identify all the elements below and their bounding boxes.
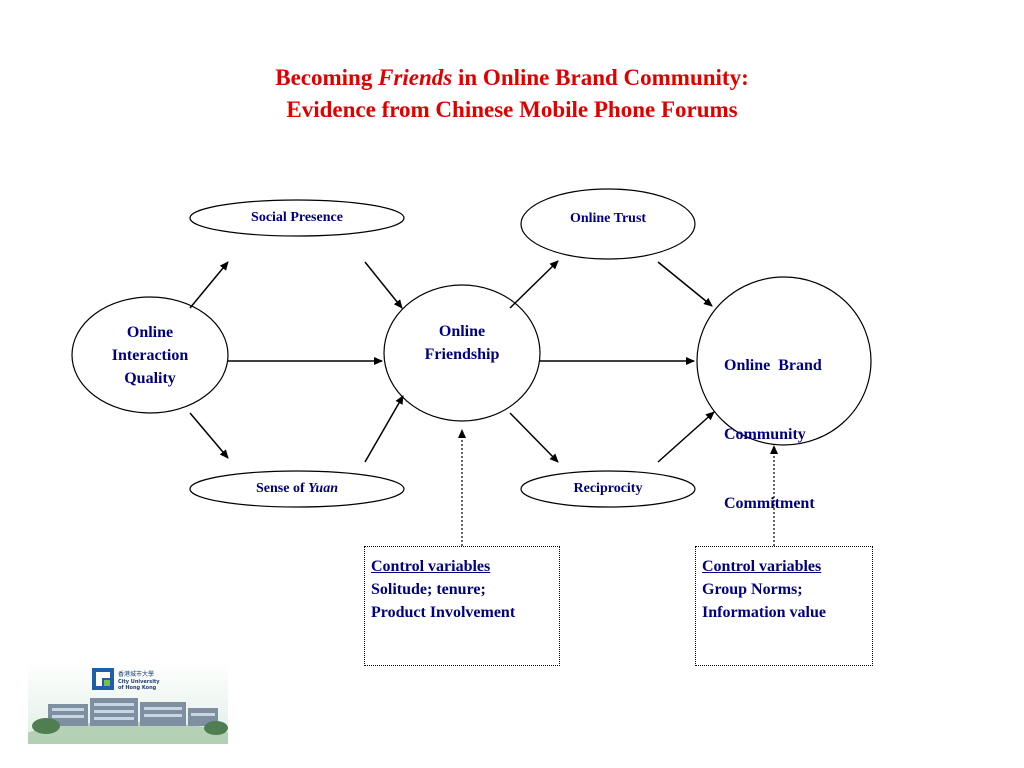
friendship-line-2: Friendship: [424, 346, 500, 363]
control-variables-right-heading: Control variables: [702, 558, 822, 575]
arrow-friendship-to-reciprocity: [509, 412, 559, 463]
control-variables-left-line-2: Product Involvement: [371, 604, 516, 621]
online-trust-node: [520, 188, 696, 260]
sense-of-yuan-label: Sense of Yuan: [190, 480, 404, 498]
brand-community-commitment-label: Online Brand Community Commitment: [724, 308, 874, 538]
control-variables-left-box: Control variables Solitude; tenure; Prod…: [364, 546, 560, 666]
title-emphasis: Friends: [378, 65, 453, 90]
arrow-online-trust-to-commitment: [657, 261, 713, 307]
oiq-line-3: Quality: [124, 370, 176, 387]
slide-title: Becoming Friends in Online Brand Communi…: [0, 62, 1024, 126]
sense-of-yuan-prefix: Sense of: [256, 481, 309, 496]
social-presence-node: [189, 199, 405, 237]
logo-english-line-1: City University: [118, 679, 160, 685]
control-variables-right-box: Control variables Group Norms; Informati…: [695, 546, 873, 666]
control-variables-right-line-1: Group Norms;: [702, 581, 803, 598]
arrow-social-presence-to-friendship: [364, 261, 403, 309]
oiq-line-2: Interaction: [111, 347, 189, 364]
brand-community-commitment-node: [696, 276, 872, 446]
online-interaction-quality-node: [71, 296, 229, 414]
arrow-reciprocity-to-commitment: [657, 411, 715, 463]
yuan-emphasis: Yuan: [308, 481, 338, 496]
friendship-line-1: Online: [438, 323, 486, 340]
title-line-1: Becoming Friends in Online Brand Communi…: [0, 62, 1024, 94]
arrow-friendship-to-online-trust: [509, 260, 559, 309]
title-prefix: Becoming: [275, 65, 379, 90]
control-variables-right-line-2: Information value: [702, 604, 826, 621]
online-trust-label: Online Trust: [569, 211, 647, 226]
commitment-line-3: Commitment: [724, 495, 815, 512]
arrow-sense-of-yuan-to-friendship: [364, 395, 404, 463]
control-variables-left-heading: Control variables: [371, 558, 491, 575]
title-suffix: in Online Brand Community:: [452, 65, 749, 90]
title-line-2: Evidence from Chinese Mobile Phone Forum…: [286, 97, 738, 122]
oiq-line-1: Online: [126, 324, 174, 341]
logo-chinese-text: 香港城市大學: [118, 670, 154, 678]
sense-of-yuan-node: [189, 470, 405, 508]
online-friendship-label: Online Friendship: [400, 320, 524, 366]
commitment-line-1: Online Brand: [724, 357, 822, 374]
arrow-oiq-to-sense-of-yuan: [189, 412, 229, 459]
city-university-logo: 香港城市大學 City University of Hong Kong: [28, 662, 228, 744]
control-variables-left-line-1: Solitude; tenure;: [371, 581, 486, 598]
reciprocity-label: Reciprocity: [573, 481, 643, 496]
logo-english-line-2: of Hong Kong: [118, 685, 157, 691]
reciprocity-node: [520, 470, 696, 508]
commitment-line-2: Community: [724, 426, 806, 443]
online-friendship-node: [383, 284, 541, 422]
arrow-oiq-to-social-presence: [189, 261, 229, 309]
social-presence-label: Social Presence: [251, 210, 343, 225]
online-interaction-quality-label: Online Interaction Quality: [88, 321, 212, 390]
